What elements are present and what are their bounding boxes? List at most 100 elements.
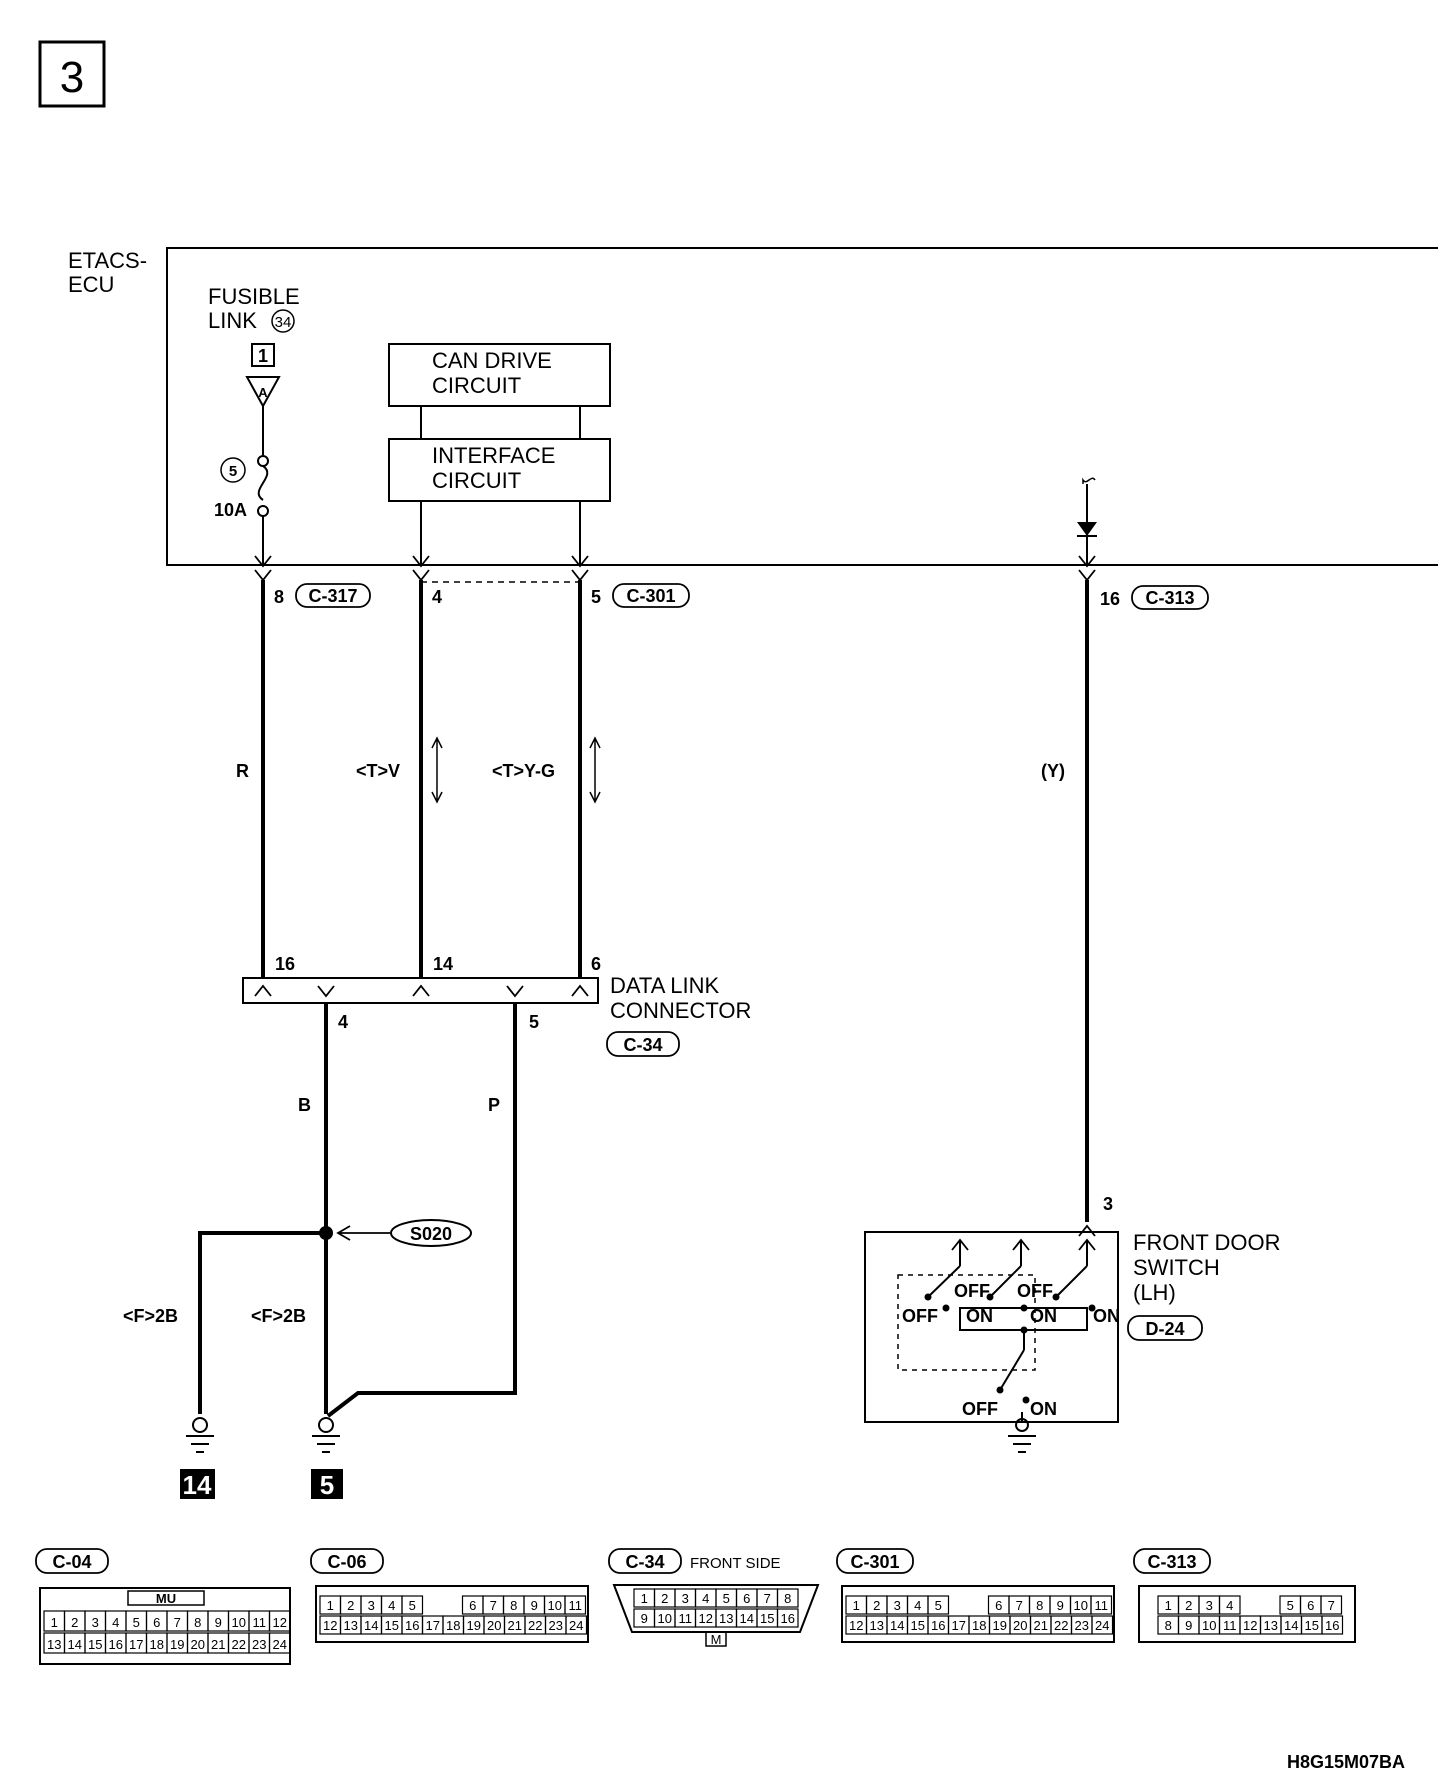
etacs-label-1: ETACS- <box>68 248 147 273</box>
c313-face-badge <box>1133 1548 1211 1574</box>
door-switch-on-3: ON <box>1093 1306 1120 1326</box>
c313-cell <box>1218 1595 1241 1615</box>
c34-cell <box>776 1588 799 1608</box>
c34-pin-label: 1 <box>641 1591 648 1606</box>
c313-cell <box>1320 1595 1343 1615</box>
c06-pin-label: 10 <box>548 1598 562 1613</box>
dlc-pin-14: 14 <box>433 954 453 974</box>
c06-pin-label: 24 <box>569 1618 583 1633</box>
c06-cell <box>401 1595 424 1615</box>
c313-pin-label: 15 <box>1305 1618 1319 1633</box>
c34-pin-label: 6 <box>743 1591 750 1606</box>
c04-pin-label: 4 <box>112 1615 119 1630</box>
c06-pin-label: 1 <box>327 1598 334 1613</box>
interface-label-2: CIRCUIT <box>432 468 521 493</box>
c34-pin-label: 4 <box>702 1591 709 1606</box>
c04-pin-label: 17 <box>129 1637 143 1652</box>
wire-label-b: B <box>298 1095 311 1115</box>
c301-pin-label: 8 <box>1036 1598 1043 1613</box>
bidirectional-arrow-tv <box>431 736 443 804</box>
page-number: 3 <box>60 53 84 102</box>
fuse-terminal-bottom <box>257 505 269 517</box>
c301-pin-label: 10 <box>1074 1598 1088 1613</box>
dlc-pin-6: 6 <box>591 954 601 974</box>
wire-p <box>326 1003 517 1418</box>
c313-pin-label: 13 <box>1264 1618 1278 1633</box>
c313-pin-label: 3 <box>1206 1598 1213 1613</box>
c06-cell <box>565 1615 588 1635</box>
wire-label-f2b-left: <F>2B <box>123 1306 178 1326</box>
c301-pin-label: 13 <box>870 1618 884 1633</box>
c301-face-code: C-301 <box>850 1552 899 1572</box>
c04-cell <box>268 1632 291 1654</box>
c301-pin-label: 4 <box>914 1598 921 1613</box>
c06-pin-label: 6 <box>469 1598 476 1613</box>
c04-pin-label: 8 <box>194 1615 201 1630</box>
c301-pin-label: 14 <box>890 1618 904 1633</box>
c06-pin-label: 21 <box>508 1618 522 1633</box>
c04-pin-label: 12 <box>273 1615 287 1630</box>
c301-cell <box>1090 1595 1113 1615</box>
c06-pin-label: 14 <box>364 1618 378 1633</box>
continuation-squiggle <box>1082 477 1096 484</box>
door-switch-on-main: ON <box>1030 1399 1057 1419</box>
c301-code: C-301 <box>626 586 675 606</box>
pin-8: 8 <box>274 587 284 607</box>
door-switch-on-2: ON <box>1030 1306 1057 1326</box>
wire-label-f2b-mid: <F>2B <box>251 1306 306 1326</box>
dlc-label-1: DATA LINK <box>610 973 720 998</box>
wire-label-r: R <box>236 761 249 781</box>
c04-key-label: MU <box>156 1591 176 1606</box>
c06-pin-label: 5 <box>409 1598 416 1613</box>
dlc-pin16-arrow <box>254 984 272 997</box>
ground-14-label: 14 <box>183 1470 212 1500</box>
c313-code: C-313 <box>1145 588 1194 608</box>
dlc-pin-4: 4 <box>338 1012 348 1032</box>
door-switch-body <box>864 1231 1119 1423</box>
document-code: H8G15M07BA <box>1287 1752 1405 1772</box>
c34-key <box>705 1631 727 1647</box>
ground-14-badge <box>180 1469 215 1499</box>
c34-badge <box>608 1548 682 1574</box>
c34-code: C-34 <box>625 1552 664 1572</box>
c301-pin-label: 15 <box>911 1618 925 1633</box>
c06-pin-label: 3 <box>368 1598 375 1613</box>
c313-pin-label: 10 <box>1202 1618 1216 1633</box>
c34-pin-label: 10 <box>658 1611 672 1626</box>
pin-16-top: 16 <box>1100 589 1120 609</box>
wire-label-y: (Y) <box>1041 761 1065 781</box>
c04-cell <box>268 1610 291 1632</box>
c06-pin-label: 9 <box>531 1598 538 1613</box>
c34-pin-label: 2 <box>661 1591 668 1606</box>
c301-pin-label: 1 <box>853 1598 860 1613</box>
c34-pin-label: 13 <box>719 1611 733 1626</box>
etacs-label-2: ECU <box>68 272 114 297</box>
c06-cell <box>564 1595 587 1615</box>
c34-cell <box>776 1608 799 1628</box>
c34-pin-label: 11 <box>679 1611 693 1626</box>
dlc-code: C-34 <box>623 1035 662 1055</box>
c313-pin-label: 6 <box>1307 1598 1314 1613</box>
c301-pin-label: 7 <box>1016 1598 1023 1613</box>
c317-badge <box>295 583 371 608</box>
page-number-box <box>38 40 106 108</box>
door-switch-code: D-24 <box>1145 1319 1184 1339</box>
c06-badge <box>310 1548 384 1574</box>
c06-pin-label: 12 <box>323 1618 337 1633</box>
switch-contact-1 <box>942 1304 950 1312</box>
c06-pin-label: 17 <box>426 1618 440 1633</box>
c301-pin-label: 16 <box>931 1618 945 1633</box>
door-switch-off-main: OFF <box>962 1399 998 1419</box>
diode-triangle <box>1077 522 1097 536</box>
dlc-badge <box>606 1031 680 1057</box>
c313-pin-label: 14 <box>1284 1618 1298 1633</box>
switch-pivot-2 <box>986 1293 994 1301</box>
c04-pin-label: 11 <box>253 1615 267 1630</box>
c04-badge <box>35 1548 109 1574</box>
dlc-pin-5: 5 <box>529 1012 539 1032</box>
c34-side-label: FRONT SIDE <box>690 1555 781 1572</box>
c301-pin-label: 21 <box>1034 1618 1048 1633</box>
pin-4-top: 4 <box>432 587 442 607</box>
